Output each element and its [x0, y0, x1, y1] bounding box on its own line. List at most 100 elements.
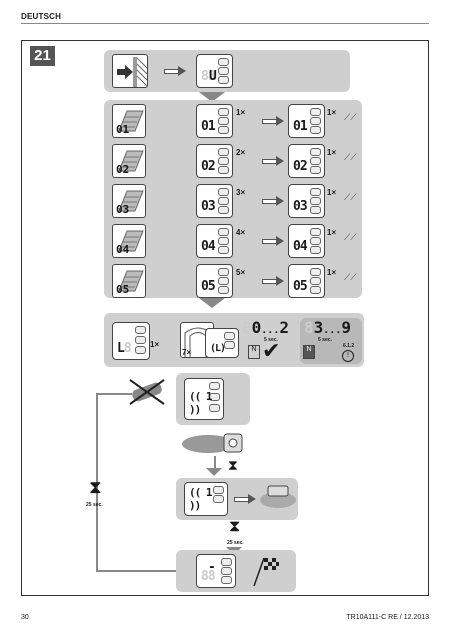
signal-icon: ⟋⟋: [344, 272, 357, 282]
result-display: 05: [288, 264, 325, 298]
button-icon: [310, 166, 321, 174]
door-type-label: 03: [116, 203, 130, 216]
button-icon: [218, 197, 229, 205]
display-value: U: [209, 69, 217, 84]
button-icon: [218, 268, 229, 276]
sequence-1: 80...2: [242, 318, 289, 337]
button-icon: [209, 382, 220, 390]
seq2-ref: 6.1.2: [343, 343, 355, 349]
header-rule: [21, 23, 429, 24]
result-display: 01: [288, 104, 325, 138]
finish-flag-icon: [250, 556, 280, 588]
button-icon: [310, 148, 321, 156]
button-icon: [224, 341, 235, 349]
button-icon: [218, 237, 229, 245]
hand-press-icon: [258, 482, 298, 514]
final-ghost: 88: [201, 569, 216, 584]
door-learn-value: (L): [210, 343, 226, 354]
hourglass-icon: ⧗: [89, 477, 102, 497]
result-display: 02: [288, 144, 325, 178]
button-icon: [310, 277, 321, 285]
button-icon: [213, 495, 224, 503]
button-icon: [135, 336, 146, 344]
result-press-count: 1×: [327, 148, 337, 157]
arrow-right-icon: [262, 196, 284, 206]
final-display: 88 -: [196, 554, 236, 588]
program-display-value: 05: [201, 279, 216, 294]
button-icon: [218, 148, 229, 156]
signal-icon: ⟋⟋: [344, 112, 357, 122]
button-icon: [213, 486, 224, 494]
figure-frame: [21, 40, 429, 596]
button-icon: [218, 157, 229, 165]
button-icon: [209, 404, 220, 412]
result-display-value: 04: [293, 239, 308, 254]
door-type-label: 02: [116, 163, 130, 176]
program-display: 05: [196, 264, 233, 298]
seq2-ghost: 8: [304, 318, 314, 337]
button-icon: [310, 126, 321, 134]
seq2-to: 9: [341, 318, 351, 337]
warning-icon: !: [342, 350, 354, 362]
button-icon: [209, 393, 220, 401]
arrow-right-icon: [262, 156, 284, 166]
button-icon: [218, 126, 229, 134]
doc-reference: TR10A111-C RE / 12.2013: [346, 614, 429, 621]
seq1-from: 0: [251, 318, 262, 337]
button-icon: [218, 108, 229, 116]
button-icon: [218, 188, 229, 196]
door-type-icon: 04: [112, 224, 146, 258]
button-icon: [218, 228, 229, 236]
button-icon: [218, 67, 229, 75]
button-icon: [310, 286, 321, 294]
result-display: 04: [288, 224, 325, 258]
seq2-from: 3: [313, 318, 324, 337]
signal-icon: ⟋⟋: [344, 232, 357, 242]
button-icon: [218, 277, 229, 285]
wait-left-time: 25 sec.: [86, 502, 103, 508]
arrow-right-icon: [234, 494, 256, 504]
press-count: 3×: [236, 188, 246, 197]
result-display-value: 03: [293, 199, 308, 214]
button-icon: [310, 206, 321, 214]
button-icon: [310, 188, 321, 196]
program-display-value: 02: [201, 159, 216, 174]
door-type-label: 01: [116, 123, 130, 136]
seq2-time: 5 sec.: [318, 337, 332, 343]
press-count: 4×: [236, 228, 246, 237]
button-icon: [310, 228, 321, 236]
program-display: 02: [196, 144, 233, 178]
door-type-icon: 03: [112, 184, 146, 218]
hourglass-icon: ⧗: [229, 518, 241, 535]
button-icon: [310, 117, 321, 125]
remote2-display-value: (( 1 )): [189, 486, 212, 512]
loop-line: [96, 393, 132, 395]
result-display-value: 05: [293, 279, 308, 294]
flow-line: [214, 456, 216, 468]
checkmark-icon: ✔: [262, 338, 281, 363]
button-icon: [224, 332, 235, 340]
remote-crossed-icon: [126, 376, 168, 408]
page-number: 30: [21, 614, 29, 621]
button-icon: [221, 558, 232, 566]
door-type-icon: 02: [112, 144, 146, 178]
arrow-right-icon: [164, 66, 186, 76]
result-display: 03: [288, 184, 325, 218]
button-icon: [218, 58, 229, 66]
door-learn-display: (L): [205, 328, 239, 358]
seq1-to: 2: [279, 318, 289, 337]
door-type-label: 05: [116, 283, 130, 296]
press-count: 5×: [236, 268, 246, 277]
button-icon: [135, 326, 146, 334]
press-count: 1×: [236, 108, 246, 117]
press-count: 2×: [236, 148, 246, 157]
operator-mini-icon: N: [303, 345, 315, 359]
loop-line: [96, 570, 176, 572]
final-display-value: -: [208, 560, 216, 575]
button-icon: [310, 197, 321, 205]
down-arrow-icon: [206, 468, 222, 476]
button-icon: [221, 576, 232, 584]
button-icon: [218, 166, 229, 174]
button-icon: [218, 117, 229, 125]
wait-center-time: 25 sec.: [227, 540, 244, 546]
